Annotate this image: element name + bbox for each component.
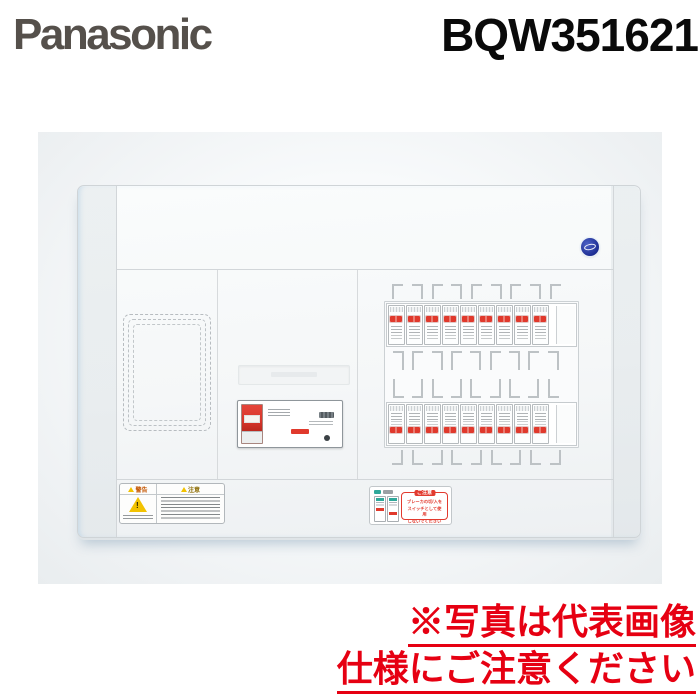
- wiring-knockouts-mid-lower: [387, 376, 575, 400]
- caution-sticker: ご注意 ブレーカの切/入を スイッチとして使用 しないでください: [369, 486, 452, 525]
- branch-breaker: [460, 404, 477, 444]
- breaker-toggle: [462, 316, 474, 322]
- branch-breaker: [424, 404, 441, 444]
- branch-breaker: [442, 305, 459, 345]
- main-breaker-test-bar: [291, 429, 309, 434]
- caution-text: ブレーカの切/入を スイッチとして使用 しないでください: [406, 499, 443, 524]
- main-breaker-label-text: [309, 421, 333, 427]
- on-indicator-chip: [374, 490, 381, 494]
- wiring-knockouts-top: [384, 282, 579, 300]
- breaker-toggle: [390, 427, 402, 433]
- main-breaker-rating-text: [268, 409, 290, 418]
- breaker-toggle: [444, 427, 456, 433]
- caution-header: 注意: [187, 487, 200, 494]
- warning-header: 警告: [135, 487, 148, 494]
- breaker-toggle: [426, 316, 438, 322]
- caution-triangle-icon: [180, 486, 187, 492]
- branch-breaker: [514, 404, 531, 444]
- breaker-toggle: [498, 316, 510, 322]
- branch-breaker: [478, 305, 495, 345]
- branch-breaker: [406, 404, 423, 444]
- main-breaker-plate: [319, 412, 334, 418]
- branch-breaker-zone: [384, 301, 579, 448]
- branch-breaker: [532, 404, 549, 444]
- hazard-triangle-icon: [129, 497, 147, 512]
- breaker-toggle: [534, 427, 546, 433]
- branch-breaker: [388, 404, 405, 444]
- spare-space-knockout: [123, 314, 211, 431]
- caution-fine-print: [161, 497, 220, 520]
- panel-seam-left: [116, 186, 117, 537]
- breaker-row-top: [386, 303, 577, 347]
- breaker-toggle: [516, 316, 528, 322]
- branch-breaker: [496, 305, 513, 345]
- branch-breaker: [406, 305, 423, 345]
- breaker-toggle: [408, 427, 420, 433]
- warning-label: 警告 注意: [119, 483, 225, 524]
- main-breaker-test-button: [324, 435, 330, 441]
- notice-line2: 仕様にご注意ください: [336, 647, 696, 694]
- panel-seam-right: [613, 186, 614, 537]
- breaker-toggle: [516, 427, 528, 433]
- branch-breaker: [460, 305, 477, 345]
- top-strip-divider: [116, 269, 613, 270]
- main-breaker-handle: [241, 404, 263, 444]
- section-divider-right: [357, 269, 358, 479]
- branch-breaker: [532, 305, 549, 345]
- caution-tag: ご注意: [413, 490, 436, 496]
- branch-breaker: [496, 404, 513, 444]
- breaker-toggle: [498, 427, 510, 433]
- main-breaker: [237, 400, 343, 448]
- model-number: BQW351621: [441, 9, 699, 61]
- wiring-knockouts-bottom: [384, 450, 579, 468]
- branch-breaker: [514, 305, 531, 345]
- breaker-toggle: [534, 316, 546, 322]
- branch-breaker: [388, 305, 405, 345]
- wiring-knockouts-mid-upper: [387, 349, 575, 374]
- breaker-toggle: [480, 427, 492, 433]
- notice-line1: ※写真は代表画像: [407, 600, 696, 648]
- mini-breaker-diagram: [387, 496, 399, 522]
- breaker-toggle: [462, 427, 474, 433]
- caution-bubble: ご注意 ブレーカの切/入を スイッチとして使用 しないでください: [401, 490, 448, 524]
- branch-breaker: [478, 404, 495, 444]
- breaker-toggle: [390, 316, 402, 322]
- bottom-strip-divider: [116, 479, 613, 480]
- representative-image-notice: ※写真は代表画像 仕様にご注意ください: [336, 600, 696, 694]
- certification-mark-icon: [581, 238, 599, 256]
- off-indicator-chip: [383, 490, 393, 494]
- spare-slot: [556, 306, 575, 344]
- breaker-toggle: [426, 427, 438, 433]
- breaker-row-bottom: [386, 402, 577, 446]
- warning-fine-print: [123, 515, 153, 521]
- spare-slot: [556, 405, 575, 443]
- breaker-toggle: [480, 316, 492, 322]
- branch-breaker: [442, 404, 459, 444]
- warning-triangle-icon: [128, 486, 135, 492]
- name-plate: [238, 365, 350, 385]
- product-photo: 警告 注意: [38, 132, 662, 584]
- branch-breaker: [424, 305, 441, 345]
- section-divider-left: [217, 269, 218, 479]
- mini-breaker-diagram: [374, 496, 386, 522]
- panasonic-logo: Panasonic: [13, 10, 213, 59]
- breaker-toggle: [444, 316, 456, 322]
- distribution-board-panel: 警告 注意: [77, 185, 641, 538]
- breaker-toggle: [408, 316, 420, 322]
